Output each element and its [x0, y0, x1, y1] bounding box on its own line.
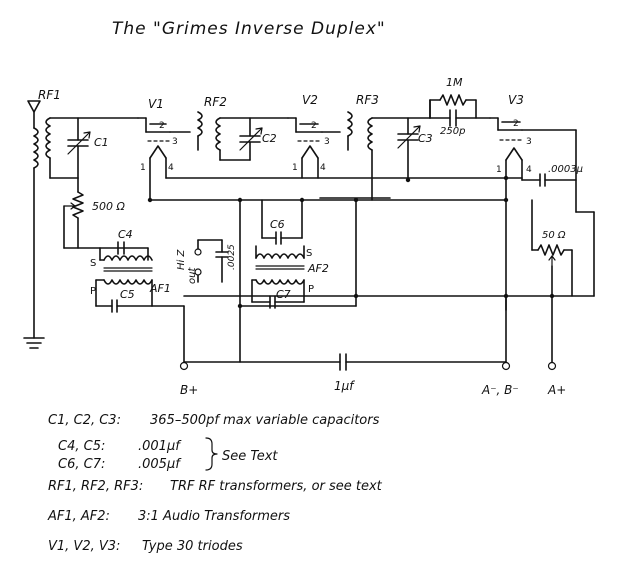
af1-s: S [90, 258, 96, 269]
label-c2: C2 [262, 132, 277, 145]
label-r500: 500 Ω [92, 200, 125, 213]
hiz-output-jack [194, 239, 229, 283]
note-rf-key: RF1, RF2, RF3: [48, 479, 143, 494]
label-bplus: B+ [180, 383, 198, 397]
note-v-text: Type 30 triodes [142, 539, 243, 554]
label-r1m: 1M [446, 76, 463, 89]
v2-pin2: 2 [311, 121, 317, 131]
diagram-title: The "Grimes Inverse Duplex" [112, 19, 386, 39]
label-rf2: RF2 [204, 95, 227, 109]
note-rf-text: TRF RF transformers, or see text [170, 479, 383, 494]
note-brace [205, 437, 218, 471]
rf1-secondary-coil [45, 117, 139, 179]
c1uf-capacitor [183, 353, 507, 371]
terminal-aminus [501, 361, 511, 371]
label-v2: V2 [302, 93, 318, 107]
note-c67-key: C6, C7: [58, 457, 105, 472]
v3-tube-socket [489, 117, 577, 311]
v2-pin4: 4 [320, 163, 326, 173]
v1-pin3: 3 [172, 137, 178, 147]
label-c250p: 250p [440, 126, 465, 137]
r50-potentiometer [531, 199, 573, 297]
c5-capacitor [95, 299, 153, 313]
v1-pin4: 4 [168, 163, 174, 173]
c1-variable-capacitor [67, 117, 91, 179]
label-af1: AF1 [149, 282, 171, 295]
label-out: out [187, 267, 198, 284]
antenna-symbol [27, 100, 41, 129]
r500-potentiometer [63, 191, 84, 249]
label-c1uf: 1µf [334, 379, 355, 393]
label-v1: V1 [148, 97, 164, 111]
note-c123-text: 365–500pf max variable capacitors [150, 413, 380, 428]
v3-pin1: 1 [496, 165, 502, 175]
c7-capacitor [251, 295, 305, 309]
label-aminus: A⁻, B⁻ [481, 383, 519, 397]
af1-p: P [90, 286, 96, 297]
label-c0003: .0003µ [548, 164, 583, 175]
parts-notes: C1, C2, C3: 365–500pf max variable capac… [47, 413, 383, 554]
v3-pin2: 2 [513, 119, 519, 129]
c0003-capacitor [521, 173, 577, 187]
note-v-key: V1, V2, V3: [48, 539, 120, 554]
label-c4: C4 [118, 228, 133, 241]
c2-variable-capacitor [239, 117, 263, 161]
af2-s: S [306, 248, 312, 259]
label-c3: C3 [418, 132, 433, 145]
note-c123-key: C1, C2, C3: [48, 413, 121, 428]
label-hiz: Hi Z [176, 249, 187, 270]
rf1-primary-coil [33, 127, 39, 339]
rf3-coils [321, 111, 431, 201]
v1-pin2: 2 [159, 121, 165, 131]
note-c45-key: C4, C5: [58, 439, 105, 454]
af2-transformer [251, 245, 305, 303]
label-c7: C7 [276, 288, 291, 301]
af2-p: P [308, 284, 314, 295]
v3-pin3: 3 [526, 137, 532, 147]
note-c45-text: .001µf [138, 439, 182, 454]
c6-capacitor [261, 199, 303, 245]
v2-tube-socket [287, 117, 323, 179]
af1-transformer [95, 247, 153, 307]
label-c1: C1 [94, 136, 109, 149]
label-rf1: RF1 [38, 88, 61, 102]
v2-pin3: 3 [324, 137, 330, 147]
note-af-key: AF1, AF2: [47, 509, 110, 524]
v3-pin4: 4 [526, 165, 532, 175]
label-aplus: A+ [547, 383, 566, 397]
rf2-coils [169, 111, 289, 161]
label-rf3: RF3 [356, 93, 379, 107]
note-see-text: See Text [222, 449, 278, 464]
grid-leak-network [429, 94, 491, 127]
note-c67-text: .005µf [138, 457, 182, 472]
c3-variable-capacitor [397, 117, 421, 181]
label-af2: AF2 [307, 262, 329, 275]
label-c0025: .0025 [227, 244, 237, 270]
terminal-aplus [547, 295, 557, 371]
v1-pin1: 1 [140, 163, 146, 173]
terminal-bplus [179, 361, 189, 371]
v2-pin1: 1 [292, 163, 298, 173]
label-c5: C5 [120, 288, 135, 301]
label-r50: 50 Ω [542, 230, 566, 241]
note-af-text: 3:1 Audio Transformers [138, 509, 290, 524]
ground-symbol [23, 337, 45, 349]
label-c6: C6 [270, 218, 285, 231]
v1-tube-socket [137, 117, 171, 201]
label-v3: V3 [508, 93, 524, 107]
